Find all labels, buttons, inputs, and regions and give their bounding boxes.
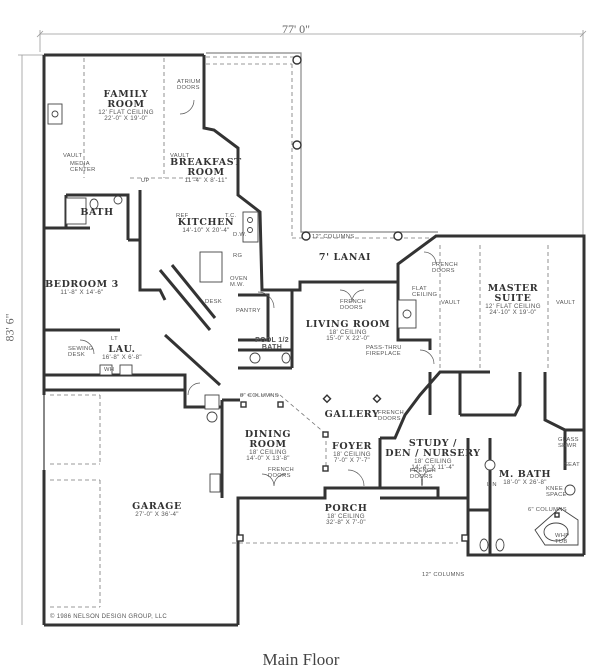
room-ceiling: 12' FLAT CEILING xyxy=(98,108,154,116)
room-garage: GARAGE 27'-0" X 36'-4" xyxy=(132,502,182,518)
room-porch: PORCH 18' CEILING 32'-8" X 7'-0" xyxy=(325,504,368,527)
room-ceiling: 12' FLAT CEILING xyxy=(485,302,541,310)
room-name: PORCH xyxy=(324,503,368,514)
room-gallery: GALLERY xyxy=(325,410,380,420)
overall-width-dimension: 77' 0" xyxy=(282,22,311,36)
room-name: DEN / NURSERY xyxy=(385,447,481,459)
room-size: 7'-0" X 7'-7" xyxy=(333,457,371,465)
room-size: 24'-10" X 19'-0" xyxy=(489,309,537,317)
room-size: 15'-0" X 22'-0" xyxy=(326,335,370,343)
room-name: GARAGE xyxy=(132,501,182,512)
room-size: 18'-0" X 26'-8" xyxy=(503,478,547,486)
room-ceiling: 18' CEILING xyxy=(329,328,367,336)
room-pool-bath: POOL 1/2 BATH xyxy=(255,337,289,352)
columns-12-note: 12" COLUMNS xyxy=(312,234,355,240)
room-size: 32'-8" X 7'-0" xyxy=(326,519,366,527)
room-size: 11'-4" X 8'-11" xyxy=(184,176,228,184)
room-master-bath: M. BATH 18'-0" X 26'-8" xyxy=(499,470,551,486)
room-ceiling: 18' CEILING xyxy=(249,448,287,456)
copyright-notice: © 1986 NELSON DESIGN GROUP, LLC xyxy=(50,614,167,620)
room-living: LIVING ROOM 18' CEILING 15'-0" X 22'-0" xyxy=(306,320,391,343)
room-name: ROOM xyxy=(107,98,145,110)
room-dining: DINING ROOM 18' CEILING 14'-0" X 13'-8" xyxy=(245,430,291,463)
vault-note: VAULT xyxy=(170,153,190,159)
range-note: RG xyxy=(233,253,243,259)
room-name: FAMILY xyxy=(103,89,149,100)
room-name: BATH xyxy=(261,344,283,352)
room-size: 11'-8" X 14'-6" xyxy=(60,288,104,296)
room-size: 14'-4" X 11'-4" xyxy=(411,464,455,472)
seat-note: SEAT xyxy=(564,462,580,468)
columns-8-note: 8" COLUMNS xyxy=(240,393,279,399)
lt-note: LT xyxy=(111,336,118,342)
room-name: MASTER xyxy=(487,283,539,294)
vault-note: VAULT xyxy=(556,300,576,306)
room-size: 14'-0" X 13'-8" xyxy=(246,455,290,463)
room-lanai: 7' LANAI xyxy=(319,253,371,263)
refrigerator-note: REF xyxy=(176,213,189,219)
columns-12-porch-note: 12" COLUMNS xyxy=(422,572,465,578)
room-foyer: FOYER 18' CEILING 7'-0" X 7'-7" xyxy=(332,442,372,465)
room-size: 14'-10" X 20'-4" xyxy=(182,226,230,234)
room-name: ROOM xyxy=(249,438,287,450)
room-name: 7' LANAI xyxy=(318,252,372,263)
room-bedroom-3: BEDROOM 3 11'-8" X 14'-6" xyxy=(45,280,119,296)
room-family: FAMILY ROOM 12' FLAT CEILING 22'-0" X 19… xyxy=(98,90,154,123)
room-name: LIVING ROOM xyxy=(305,319,391,330)
room-name: ROOM xyxy=(187,166,225,178)
room-name: POOL 1/2 xyxy=(255,337,289,344)
room-name: LAU. xyxy=(108,344,136,355)
overall-depth-dimension: 83' 6" xyxy=(2,313,17,342)
room-name: GALLERY xyxy=(324,409,380,420)
room-bath: BATH xyxy=(80,208,113,218)
room-kitchen: KITCHEN 14'-10" X 20'-4" xyxy=(178,218,234,234)
room-name: FOYER xyxy=(332,441,372,452)
room-name: BREAKFAST xyxy=(170,157,242,168)
room-name: BEDROOM 3 xyxy=(45,279,119,290)
room-name: BATH xyxy=(80,207,114,218)
room-study: STUDY / DEN / NURSERY 18' CEILING 14'-4"… xyxy=(385,439,480,472)
room-name: DINING xyxy=(244,429,292,440)
room-name: M. BATH xyxy=(498,469,552,480)
room-name: KITCHEN xyxy=(177,217,235,228)
stair-up-note: UP xyxy=(141,178,150,184)
room-name: SUITE xyxy=(494,292,532,304)
room-ceiling: 18' CEILING xyxy=(327,512,365,520)
desk-note: DESK xyxy=(205,299,222,305)
room-ceiling: 18' CEILING xyxy=(414,457,452,465)
room-size: 22'-0" X 19'-0" xyxy=(104,115,148,123)
room-breakfast: BREAKFAST ROOM 11'-4" X 8'-11" xyxy=(170,158,242,184)
vault-note: VAULT xyxy=(441,300,461,306)
pantry-note: PANTRY xyxy=(236,308,261,314)
room-size: 27'-0" X 36'-4" xyxy=(135,510,179,518)
room-size: 16'-8" X 6'-8" xyxy=(102,353,142,361)
dishwasher-note: D.W. xyxy=(233,232,247,238)
vault-note: VAULT xyxy=(63,153,83,159)
water-heater-note: WH xyxy=(104,367,115,373)
room-laundry: LAU. 16'-8" X 6'-8" xyxy=(102,345,142,361)
trash-compactor-note: T.C. xyxy=(225,213,237,219)
room-name: STUDY / xyxy=(408,438,458,449)
plan-caption: Main Floor xyxy=(262,650,340,669)
room-master-suite: MASTER SUITE 12' FLAT CEILING 24'-10" X … xyxy=(485,284,541,317)
linen-note: LIN xyxy=(487,482,497,488)
room-ceiling: 18' CEILING xyxy=(333,450,371,458)
columns-6-note: 6" COLUMNS xyxy=(528,507,567,513)
